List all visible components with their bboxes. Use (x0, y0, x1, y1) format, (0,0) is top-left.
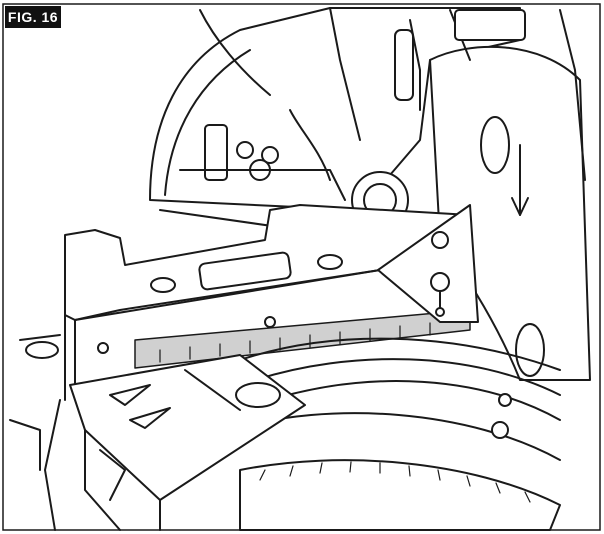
fence (64, 204, 471, 401)
figure-label: FIG. 16 (5, 6, 61, 28)
miter-table (229, 337, 561, 531)
table-extension (9, 334, 306, 531)
combination-square (134, 204, 479, 369)
blade-guard-housing (149, 7, 521, 211)
